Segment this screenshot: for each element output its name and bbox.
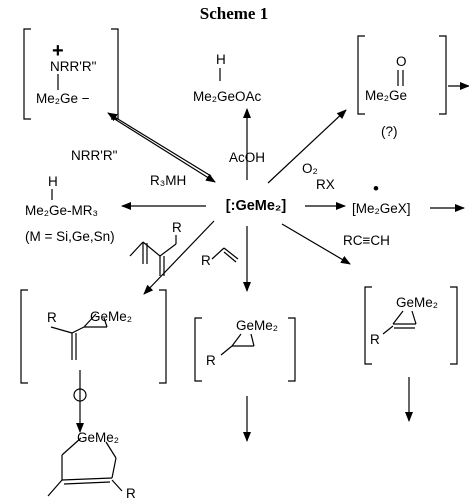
arrow-to-germanone [267,109,347,184]
arrow-to-germirene [281,223,351,265]
alkene-double-bond-b [223,251,237,263]
germylene-center: [:GeMe₂] [226,198,287,214]
germanone-group: O Me₂Ge (?) [357,35,447,139]
germanone-label: Me₂Ge [365,88,407,103]
arrow-to-vinylgermirane [143,220,215,295]
acetic-acid-label: AcOH [229,150,265,165]
germyl-label: Me₂Ge − [36,91,90,106]
halide-reagent-label: RX [316,177,335,192]
bracket-left [23,28,31,120]
ammonium-label: NRR'R" [50,59,97,74]
amine-complex-group: + NRR'R" Me₂Ge − [23,28,119,120]
bracket-right [159,289,167,384]
alkene-substituent-label: R [201,253,211,268]
germirane-group: GeMe₂ R [194,317,296,382]
bracket-right [111,28,119,120]
bracket-left [364,286,372,365]
vinylgermirane-group: R GeMe₂ [20,289,167,384]
germirane-ge-label: GeMe₂ [236,318,278,333]
hydride-reagent-label: R₃MH [150,173,186,188]
uncertain-label: (?) [381,124,398,139]
germacyclopentene-group: GeMe₂ [47,430,123,497]
germacyclopentene-r-label: R [126,486,136,500]
alkene-single-bond [211,247,225,260]
radical-dot: • [373,179,379,198]
germirane-r-label: R [206,353,216,368]
diene-structure [129,235,177,276]
scheme-title: Scheme 1 [200,4,268,23]
germirene-r-label: R [370,332,380,347]
arrow-from-amine-complex [112,117,216,183]
bracket-left [20,289,28,384]
germacyclopentene-ge-label: GeMe₂ [77,430,119,445]
radical-label: [Me₂GeX] [352,201,411,216]
bracket-right [450,286,458,365]
amine-reagent-label: NRR'R" [71,148,118,163]
metal-note-label: (M = Si,Ge,Sn) [25,229,115,244]
o2-reagent-label: O₂ [302,161,318,176]
bracket-right [439,35,447,115]
oxygen-atom-label: O [396,54,407,69]
bracket-left [194,317,202,382]
diene-substituent-label: R [172,220,182,235]
alkyne-reagent-label: RC≡CH [343,233,390,248]
insertion-product-label: Me₂Ge-MR₃ [25,203,98,218]
reaction-condition-circle [73,388,87,402]
ammonium-charge: + [52,40,64,62]
acetate-product-label: Me₂GeOAc [193,89,262,104]
germirene-group: GeMe₂ R [364,286,458,365]
bracket-right [288,317,296,382]
germirene-ge-label: GeMe₂ [396,295,438,310]
bracket-left [357,35,365,115]
vinylgermirane-r-label: R [47,310,57,325]
alkene-double-bond-a [223,247,239,260]
h-label-acetate: H [216,52,226,67]
h-label-insertion: H [48,174,58,189]
vinylgermirane-ge-label: GeMe₂ [90,309,132,324]
arrow-to-amine-complex [107,112,212,177]
